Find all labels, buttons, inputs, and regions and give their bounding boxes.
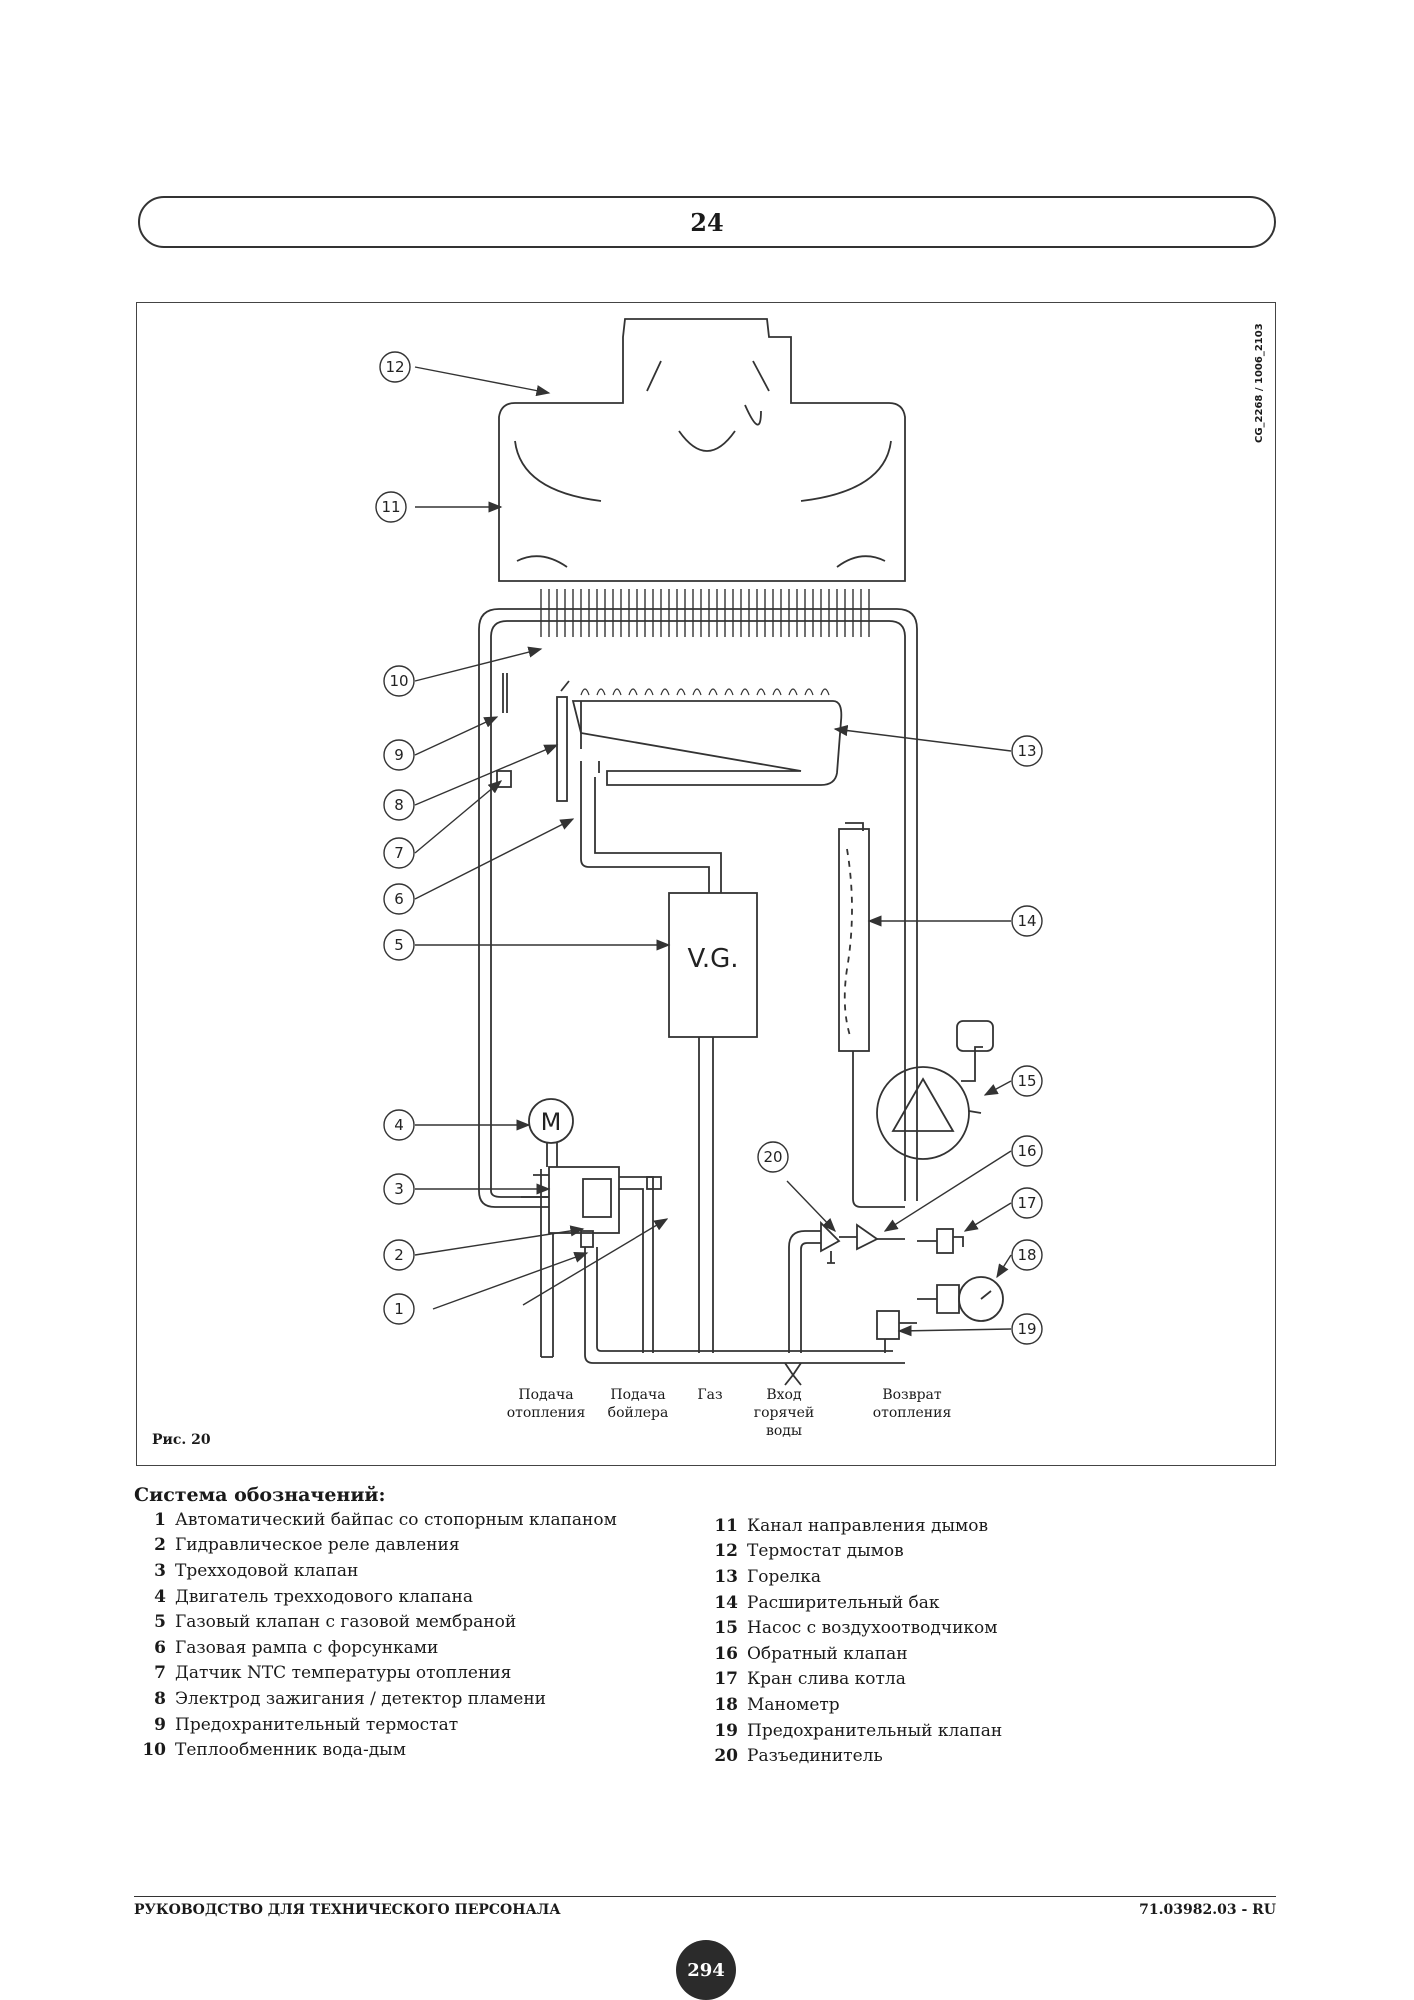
svg-text:20: 20 [763, 1148, 782, 1166]
footer-manual-title: РУКОВОДСТВО ДЛЯ ТЕХНИЧЕСКОГО ПЕРСОНАЛА [134, 1902, 561, 1918]
gas-valve-label: V.G. [687, 944, 738, 974]
callout-7: 7 [383, 837, 415, 869]
footer-divider [134, 1896, 1276, 1897]
ignition-electrode [556, 696, 568, 802]
callout-3: 3 [383, 1173, 415, 1205]
callout-2: 2 [383, 1239, 415, 1271]
burner [571, 700, 843, 786]
callout-9: 9 [383, 739, 415, 771]
figure-frame: V.G. M 1 2 3 4 5 6 7 8 9 10 11 12 13 14 … [136, 302, 1276, 1466]
callout-8: 8 [383, 789, 415, 821]
pump-body [876, 1066, 970, 1160]
svg-text:12: 12 [385, 358, 404, 376]
boiler-diagram: V.G. M 1 2 3 4 5 6 7 8 9 10 11 12 13 14 … [375, 318, 1043, 1386]
callout-4: 4 [383, 1109, 415, 1141]
drain-cock [936, 1228, 954, 1254]
svg-text:16: 16 [1017, 1142, 1036, 1160]
expansion-tank [838, 828, 870, 1052]
section-header: 24 [138, 196, 1276, 248]
callout-14: 14 [1011, 905, 1043, 937]
svg-text:7: 7 [394, 844, 404, 862]
callout-5: 5 [383, 929, 415, 961]
page-number: 294 [676, 1940, 736, 2000]
three-way-valve [548, 1166, 620, 1234]
motor-label: M [541, 1108, 562, 1136]
svg-text:15: 15 [1017, 1072, 1036, 1090]
callout-11: 11 [375, 491, 407, 523]
svg-text:5: 5 [394, 936, 404, 954]
svg-text:10: 10 [389, 672, 408, 690]
footer-document-code: 71.03982.03 - RU [1139, 1902, 1276, 1918]
svg-text:8: 8 [394, 796, 404, 814]
connection-label-hot-water-inlet: Вход горячей воды [753, 1387, 815, 1439]
svg-text:14: 14 [1017, 912, 1036, 930]
svg-text:11: 11 [381, 498, 400, 516]
callout-18: 18 [1011, 1239, 1043, 1271]
burner-flames [580, 688, 830, 696]
svg-text:1: 1 [394, 1300, 404, 1318]
heat-exchanger-fins [540, 589, 870, 637]
figure-code: CG_2268 / 1006_2103 [1254, 323, 1265, 443]
svg-text:3: 3 [394, 1180, 404, 1198]
svg-text:2: 2 [394, 1246, 404, 1264]
svg-text:18: 18 [1017, 1246, 1036, 1264]
figure-caption: Рис. 20 [152, 1432, 211, 1448]
callout-12: 12 [379, 351, 411, 383]
section-number: 24 [690, 207, 724, 237]
air-vent [956, 1020, 994, 1052]
pressure-switch [582, 1178, 612, 1218]
callout-6: 6 [383, 883, 415, 915]
connection-label-gas: Газ [697, 1387, 723, 1403]
callout-15: 15 [1011, 1065, 1043, 1097]
svg-text:17: 17 [1017, 1194, 1036, 1212]
connection-label-heating-flow: Подача отопления [506, 1387, 586, 1421]
flue-hood [498, 318, 906, 582]
callout-20: 20 [757, 1141, 789, 1173]
callout-1: 1 [383, 1293, 415, 1325]
svg-text:19: 19 [1017, 1320, 1036, 1338]
pump-impeller [891, 1077, 955, 1132]
callout-10: 10 [383, 665, 415, 697]
svg-text:9: 9 [394, 746, 404, 764]
callout-17: 17 [1011, 1187, 1043, 1219]
callout-19: 19 [1011, 1313, 1043, 1345]
callout-16: 16 [1011, 1135, 1043, 1167]
ntc-sensor [496, 770, 512, 788]
svg-text:4: 4 [394, 1116, 404, 1134]
svg-text:6: 6 [394, 890, 404, 908]
svg-text:13: 13 [1017, 742, 1036, 760]
callout-13: 13 [1011, 735, 1043, 767]
legend-title: Система обозначений: [134, 1484, 386, 1506]
safety-valve [876, 1310, 900, 1340]
connection-label-boiler-flow: Подача бойлера [607, 1387, 669, 1421]
connection-label-heating-return: Возврат отопления [872, 1387, 952, 1421]
